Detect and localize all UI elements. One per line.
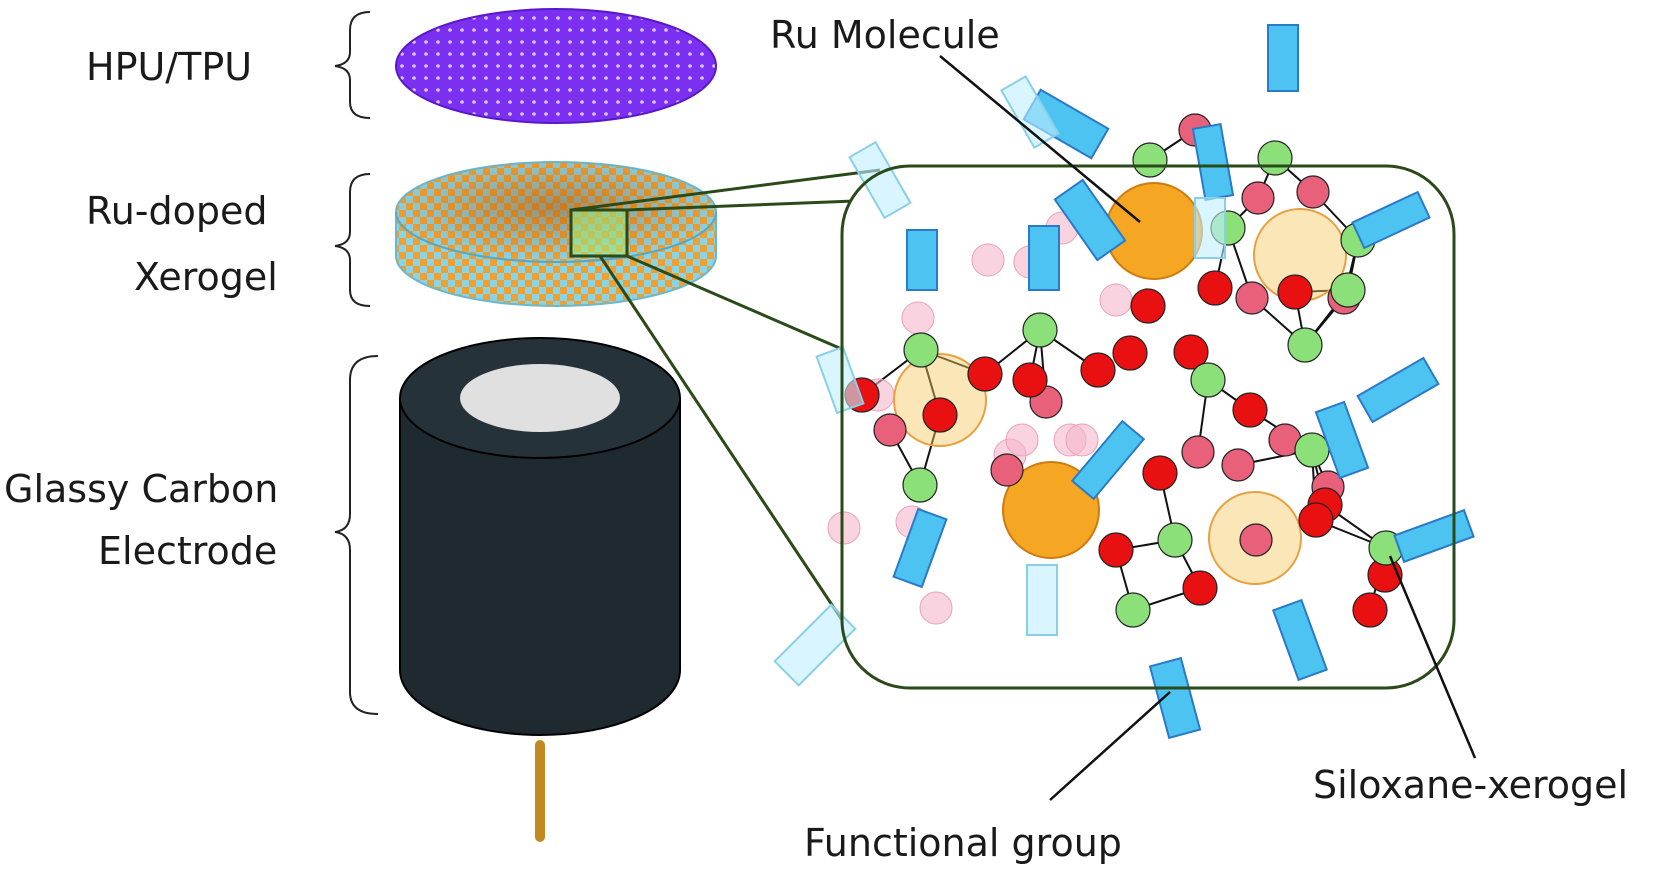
- oxygen-atom: [1112, 335, 1148, 371]
- oxygen-atom: [922, 397, 958, 433]
- hpu-tpu-label: HPU/TPU: [86, 45, 253, 89]
- oxygen-atom: [1232, 392, 1268, 428]
- zoom-region: [569, 208, 629, 258]
- functional-group: [906, 229, 938, 291]
- functional-group-pointer: [1049, 691, 1171, 801]
- electrode-wire: [535, 740, 545, 842]
- functional-group-faded: [1026, 564, 1058, 636]
- siloxane-xerogel-label: Siloxane-xerogel: [1313, 763, 1629, 807]
- ru-molecule: [1002, 461, 1100, 559]
- oxygen-atom: [990, 453, 1024, 487]
- silicon-atom: [1294, 432, 1330, 468]
- oxygen-atom: [1221, 448, 1255, 482]
- oxygen-atom: [1012, 362, 1048, 398]
- functional-group-label: Functional group: [804, 821, 1122, 865]
- silicon-atom: [1157, 522, 1193, 558]
- functional-group: [892, 507, 948, 589]
- oxygen-atom: [1142, 455, 1178, 491]
- silicon-atom: [903, 332, 939, 368]
- silicon-atom: [1022, 312, 1058, 348]
- xerogel-structure-inset: [773, 24, 1475, 740]
- functional-group: [1028, 225, 1060, 291]
- silicon-atom: [1190, 362, 1226, 398]
- xerogel-disk: [395, 161, 717, 307]
- oxygen-atom: [1130, 288, 1166, 324]
- faded-atom: [901, 301, 935, 335]
- functional-groups: [773, 24, 1475, 740]
- faded-atom: [1065, 423, 1099, 457]
- functional-group: [1053, 178, 1127, 262]
- ru-molecule-label: Ru Molecule: [770, 13, 1000, 57]
- faded-atom: [1005, 423, 1039, 457]
- xerogel-label: Xerogel: [134, 255, 278, 299]
- oxygen-atom: [1235, 281, 1269, 315]
- functional-group: [1351, 190, 1431, 250]
- silicon-atom: [1132, 142, 1168, 178]
- oxygen-atom: [1197, 270, 1233, 306]
- ru-molecule: [1105, 182, 1203, 280]
- oxygen-atom: [1352, 592, 1388, 628]
- silicon-atom: [1287, 327, 1323, 363]
- oxygen-atom: [1239, 523, 1273, 557]
- oxygen-atom: [1098, 532, 1134, 568]
- functional-group-faded: [1000, 75, 1060, 149]
- glassy-carbon-label: Glassy Carbon: [4, 467, 279, 511]
- siloxane-atoms: [844, 113, 1404, 628]
- pointer-lines: [939, 55, 1477, 801]
- functional-group: [1267, 24, 1299, 92]
- functional-group: [1070, 419, 1146, 501]
- ru-molecule-pointer: [939, 55, 1141, 223]
- ru-doped-label: Ru-doped: [86, 189, 268, 233]
- functional-group: [1271, 598, 1329, 682]
- functional-group: [1314, 400, 1370, 480]
- glassy-carbon-electrode: [399, 337, 681, 842]
- siloxane-pointer: [1388, 555, 1477, 759]
- silicon-atom: [1257, 140, 1293, 176]
- oxygen-atom: [1241, 181, 1275, 215]
- functional-group-faded: [1194, 197, 1226, 259]
- faded-atom: [919, 591, 953, 625]
- oxygen-atom: [873, 413, 907, 447]
- oxygen-atom: [1080, 352, 1116, 388]
- silicon-atom: [1115, 592, 1151, 628]
- hpu-tpu-membrane: [395, 8, 717, 124]
- zoom-connectors: [570, 168, 881, 627]
- functional-group-faded: [815, 345, 865, 415]
- oxygen-atom: [1182, 570, 1218, 606]
- electrode-label: Electrode: [98, 529, 278, 573]
- faded-atom: [827, 511, 861, 545]
- faded-atom: [1099, 283, 1133, 317]
- oxygen-atom: [967, 356, 1003, 392]
- brace-hpu: [334, 11, 371, 119]
- functional-group-faded: [848, 140, 912, 220]
- faded-atom: [971, 243, 1005, 277]
- oxygen-atom: [1296, 175, 1330, 209]
- background-atoms: [827, 208, 1347, 625]
- oxygen-atom: [1277, 274, 1313, 310]
- silicon-atom: [902, 467, 938, 503]
- brace-electrode: [334, 355, 379, 715]
- oxygen-atom: [1298, 502, 1334, 538]
- functional-group: [1356, 356, 1440, 424]
- electrode-face: [460, 364, 620, 432]
- brace-xerogel: [334, 173, 371, 307]
- oxygen-atom: [1173, 334, 1209, 370]
- silicon-atom: [1330, 272, 1366, 308]
- oxygen-atom: [1181, 435, 1215, 469]
